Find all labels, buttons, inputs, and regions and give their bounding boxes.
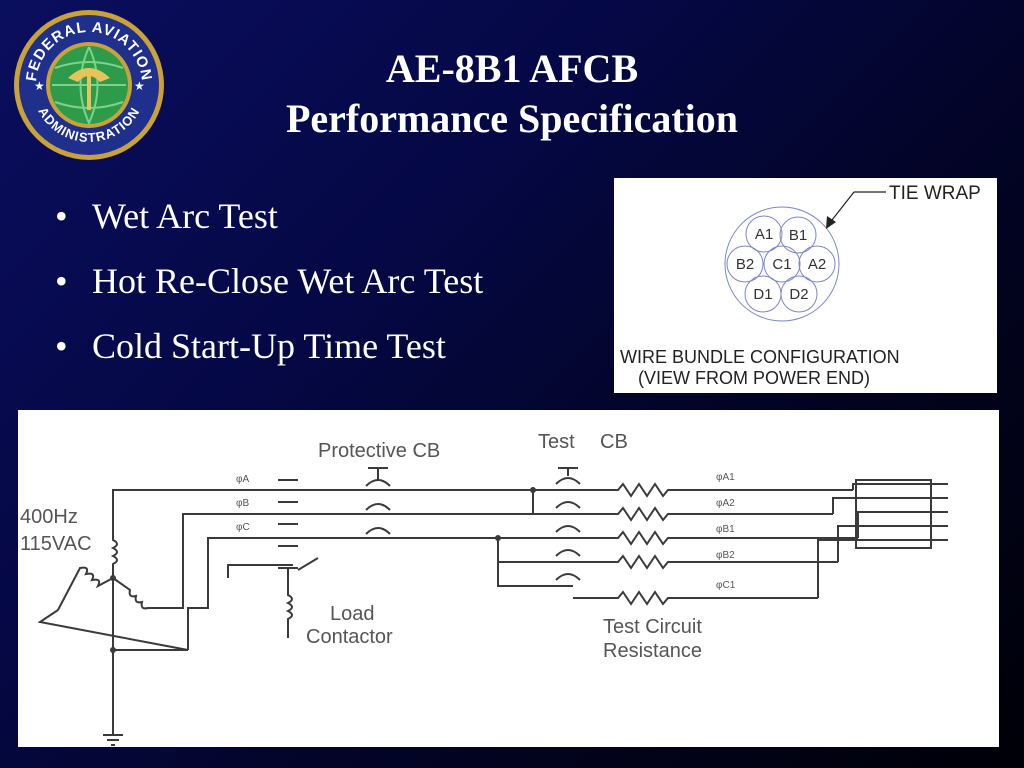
source-label-2: 115VAC: [20, 533, 92, 555]
wire-label-b1: φB1: [716, 524, 735, 535]
wire-label-c1: C1: [772, 256, 791, 273]
resistor-c1: [573, 590, 818, 606]
tie-wrap-arrow: [826, 216, 836, 229]
resistor-a1: [573, 482, 853, 498]
test-cb-poles: [555, 477, 581, 581]
bundle-caption-2: (VIEW FROM POWER END): [638, 368, 870, 388]
title-line-2: Performance Specification: [285, 96, 739, 141]
bullet-list: • Wet Arc Test • Hot Re-Close Wet Arc Test…: [55, 196, 483, 391]
wire-label-d2: D2: [789, 286, 808, 303]
bullet-dot: •: [55, 326, 68, 366]
wire-label-b1: B1: [789, 227, 807, 244]
tie-wrap-label: TIE WRAP: [889, 183, 981, 204]
bullet-text: Wet Arc Test: [92, 196, 278, 236]
wire-label-a1: φA1: [716, 472, 735, 483]
wire-bundle-panel: A1 B1 B2 C1 A2 D1 D2 TIE WRAP WIRE BUNDL…: [614, 178, 997, 393]
circuit-panel: 400Hz 115VAC Protective CB Test CB Load …: [18, 410, 999, 747]
wire-label-a2: A2: [808, 256, 826, 273]
bullet-item: • Hot Re-Close Wet Arc Test: [55, 261, 483, 301]
load-contactor-coil: [285, 568, 293, 638]
source-coil-a: [110, 530, 118, 578]
resistor-a2: [573, 506, 833, 522]
source-label-1: 400Hz: [20, 506, 78, 528]
source-coil-c: [112, 577, 168, 610]
bullet-text: Hot Re-Close Wet Arc Test: [92, 261, 484, 301]
wire-bundle-block: [855, 479, 932, 549]
protective-cb-label: Protective CB: [318, 440, 440, 462]
cb-label: CB: [600, 431, 628, 453]
load-contactor-label-1: Load: [330, 603, 375, 625]
phase-label-b: φB: [236, 498, 249, 509]
bullet-dot: •: [55, 196, 68, 236]
wire-label-a1: A1: [755, 226, 773, 243]
source-coil-b: [57, 566, 114, 611]
protective-cb-poles: [365, 479, 391, 535]
resistor-b1: [573, 530, 858, 546]
wire-label-b2: φB2: [716, 550, 735, 561]
test-circuit-label-2: Resistance: [603, 640, 702, 662]
test-circuit-diagram: 400Hz 115VAC Protective CB Test CB Load …: [20, 431, 948, 746]
bullet-item: • Wet Arc Test: [55, 196, 483, 236]
load-contactor-label-2: Contactor: [306, 626, 393, 648]
slide-title: AE-8B1 AFCB Performance Specification: [180, 44, 844, 144]
faa-logo: ★ ★ FEDERAL AVIATION ADMINISTRATION: [14, 10, 164, 160]
wire-label-a2: φA2: [716, 498, 735, 509]
bundle-caption-1: WIRE BUNDLE CONFIGURATION: [620, 347, 900, 367]
phase-label-c: φC: [236, 522, 250, 533]
svg-text:★: ★: [34, 79, 45, 93]
bullet-item: • Cold Start-Up Time Test: [55, 326, 483, 366]
wire-label-c1: φC1: [716, 580, 736, 591]
resistor-b2: [573, 554, 838, 570]
test-circuit-label-1: Test Circuit: [603, 616, 702, 638]
test-label: Test: [538, 431, 575, 453]
bullet-dot: •: [55, 261, 68, 301]
wire-label-d1: D1: [753, 286, 772, 303]
bullet-text: Cold Start-Up Time Test: [92, 326, 446, 366]
ground-symbol: [103, 734, 123, 746]
phase-label-a: φA: [236, 474, 249, 485]
svg-text:★: ★: [134, 79, 145, 93]
title-line-1: AE-8B1 AFCB: [385, 46, 639, 91]
wire-label-b2: B2: [736, 256, 754, 273]
wire-bundle-diagram: A1 B1 B2 C1 A2 D1 D2 TIE WRAP WIRE BUNDL…: [620, 183, 981, 388]
